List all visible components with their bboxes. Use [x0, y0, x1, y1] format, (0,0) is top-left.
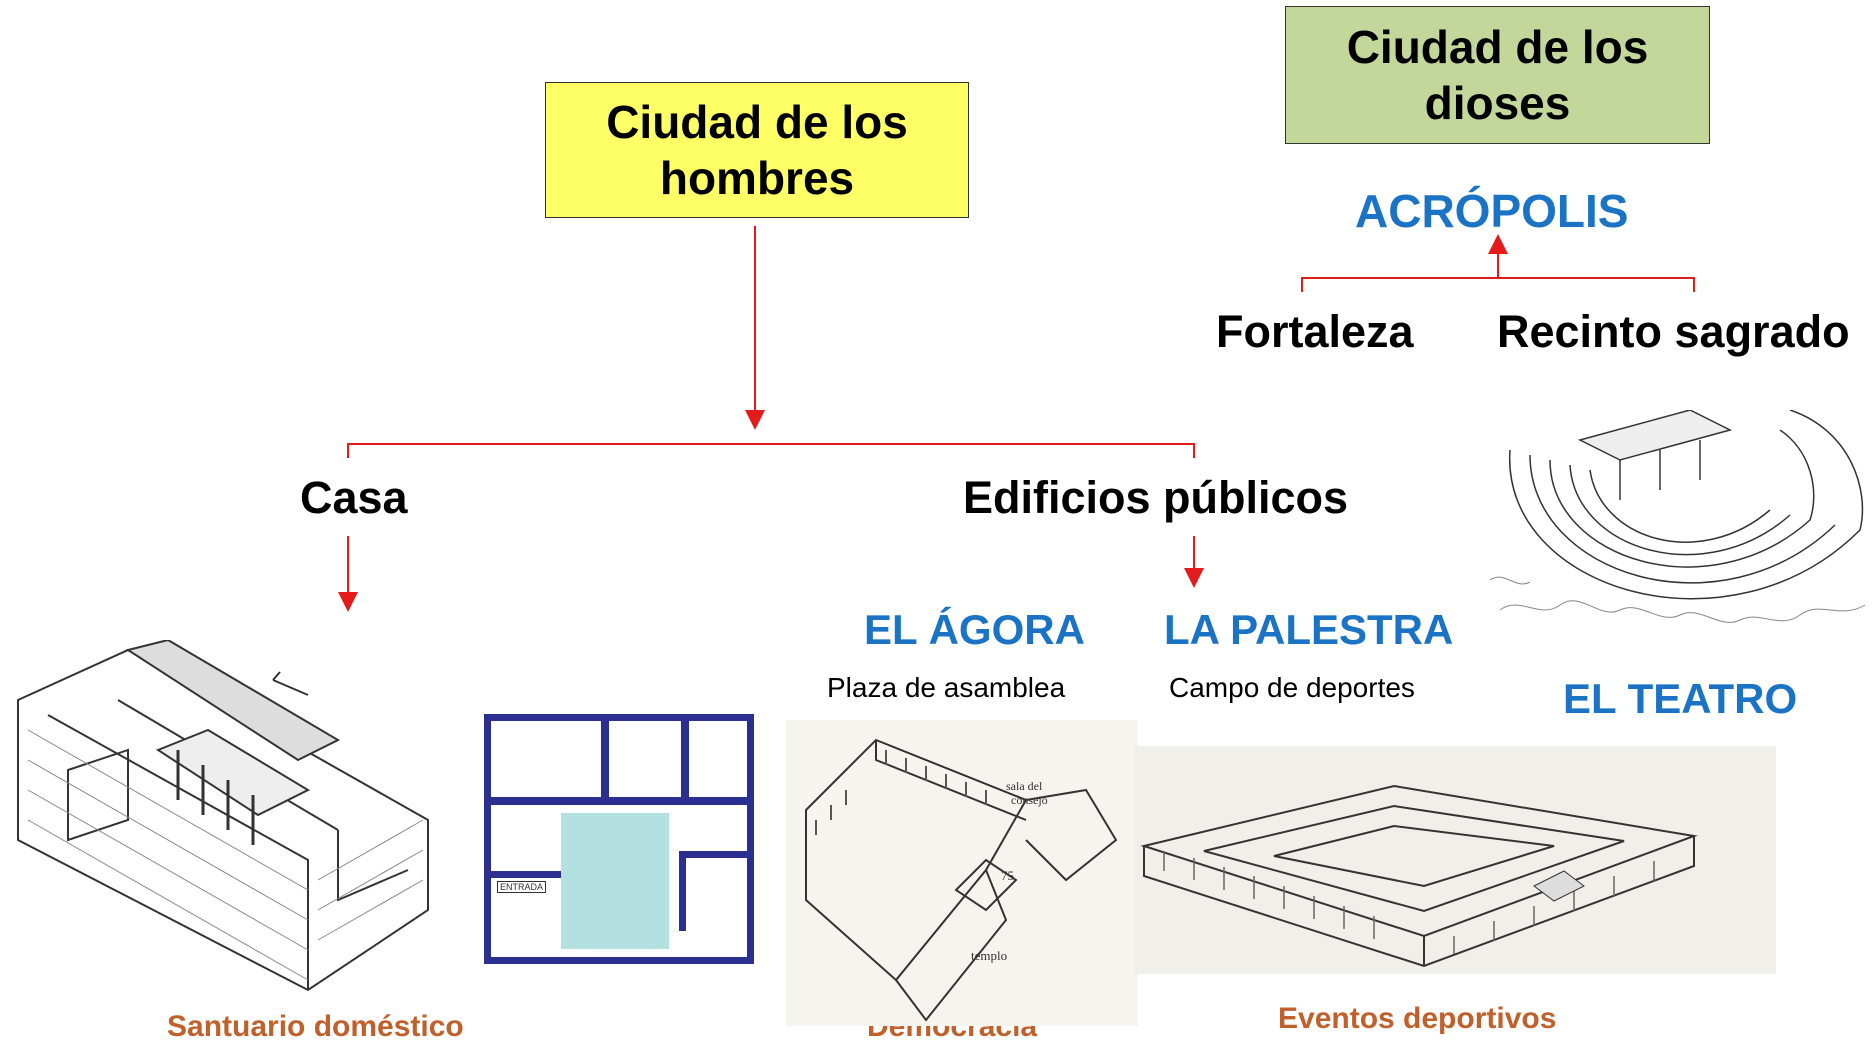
- palestra-illustration: [1134, 746, 1776, 974]
- teatro-illustration: [1490, 410, 1874, 650]
- label-edificios-publicos: Edificios públicos: [963, 472, 1349, 523]
- box-gods-line1: Ciudad de los: [1346, 21, 1649, 73]
- label-plaza-asamblea: Plaza de asamblea: [827, 672, 1066, 703]
- label-casa: Casa: [300, 472, 408, 523]
- label-fortaleza: Fortaleza: [1216, 306, 1414, 357]
- caption-santuario: Santuario doméstico: [167, 1010, 464, 1043]
- label-campo-deportes: Campo de deportes: [1169, 672, 1415, 703]
- bracket-acropolis: [1301, 277, 1695, 292]
- bracket-men: [347, 443, 1195, 458]
- box-ciudad-dioses: Ciudad de los dioses: [1285, 6, 1710, 144]
- agora-label-sala: sala del: [1006, 779, 1043, 793]
- label-recinto-sagrado: Recinto sagrado: [1497, 306, 1850, 357]
- box-ciudad-hombres: Ciudad de los hombres: [545, 82, 969, 218]
- house-floor-plan: ENTRADA: [484, 714, 754, 964]
- label-el-agora: EL ÁGORA: [864, 606, 1085, 653]
- agora-label-number: 75: [1001, 868, 1014, 883]
- courtyard-pool: [561, 813, 669, 949]
- agora-illustration: sala del consejo templo 75: [786, 720, 1138, 1026]
- caption-eventos: Eventos deportivos: [1278, 1002, 1557, 1035]
- house-illustration: [8, 640, 436, 1000]
- box-men-line2: hombres: [659, 152, 855, 204]
- plan-label-entrada: ENTRADA: [497, 881, 547, 893]
- label-acropolis: ACRÓPOLIS: [1355, 185, 1629, 237]
- box-gods-line2: dioses: [1424, 77, 1571, 129]
- agora-label-consejo: consejo: [1011, 793, 1048, 807]
- agora-label-templo: templo: [971, 948, 1007, 963]
- label-la-palestra: LA PALESTRA: [1164, 606, 1454, 653]
- box-men-line1: Ciudad de los: [606, 96, 908, 148]
- label-el-teatro: EL TEATRO: [1563, 675, 1798, 722]
